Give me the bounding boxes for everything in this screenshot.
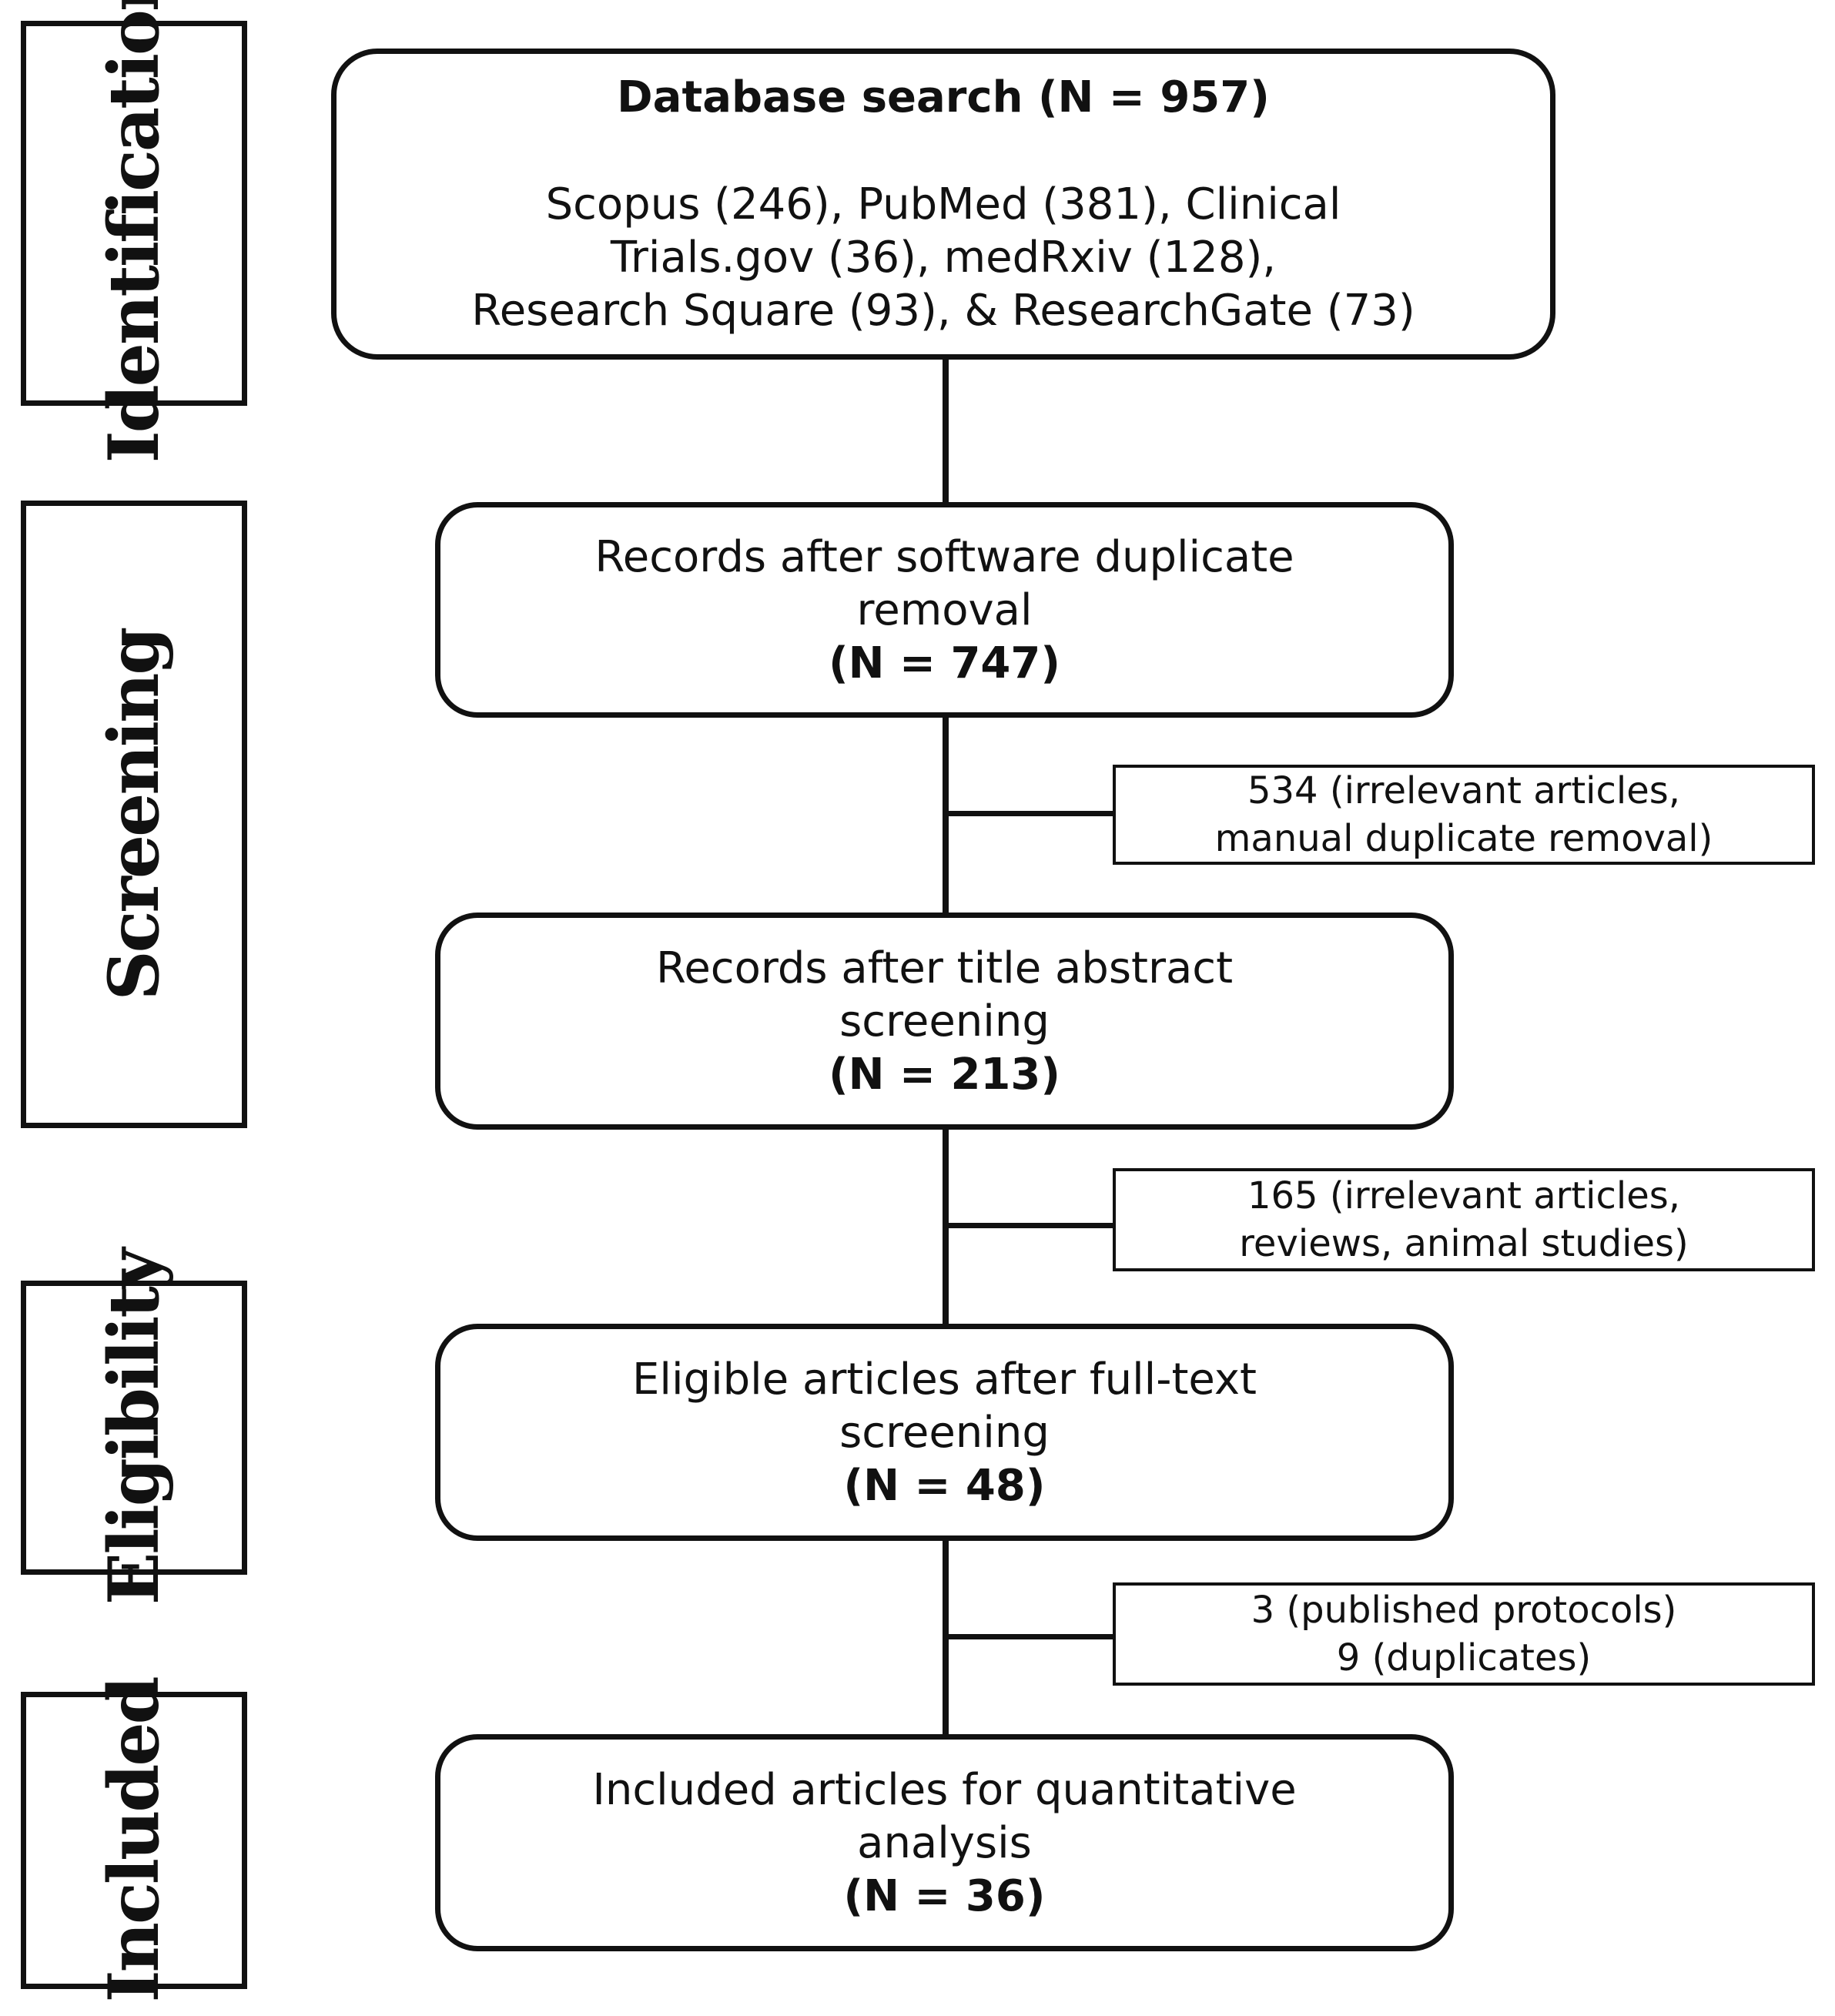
stage-included: Included [21, 1678, 247, 2003]
records-after-software-dedup-title: Records after software duplicate removal [594, 531, 1294, 635]
stage-label-identification: Identification [93, 0, 175, 464]
stage-label-included: Included [93, 1678, 175, 2003]
database-search-box: Database search (N = 957) Scopus (246), … [331, 49, 1555, 360]
records-after-software-dedup-box: Records after software duplicate removal… [435, 502, 1454, 718]
exclusion-box-2: 165 (irrelevant articles, reviews, anima… [1113, 1168, 1815, 1271]
included-quantitative-count: (N = 36) [843, 1870, 1046, 1921]
included-quantitative-box: Included articles for quantitative analy… [435, 1734, 1454, 1951]
connector-branch-2 [943, 1223, 1113, 1228]
eligible-full-text-box: Eligible articles after full-text screen… [435, 1324, 1454, 1541]
eligible-full-text-title: Eligible articles after full-text screen… [632, 1354, 1257, 1458]
stage-label-eligibility: Eligibility [93, 1250, 175, 1606]
records-after-title-abstract-count: (N = 213) [829, 1049, 1060, 1100]
connector-branch-3 [943, 1634, 1113, 1639]
database-search-sources: Scopus (246), PubMed (381), Clinical Tri… [471, 179, 1415, 336]
records-after-title-abstract-title: Records after title abstract screening [655, 943, 1234, 1047]
eligible-full-text-count: (N = 48) [843, 1460, 1046, 1511]
exclusion-box-3: 3 (published protocols) 9 (duplicates) [1113, 1582, 1815, 1686]
stage-identification: Identification [21, 0, 247, 463]
records-after-software-dedup-count: (N = 747) [829, 638, 1060, 688]
connector-branch-1 [943, 811, 1113, 816]
records-after-title-abstract-box: Records after title abstract screening (… [435, 913, 1454, 1130]
database-search-title: Database search (N = 957) [617, 72, 1270, 122]
stage-eligibility: Eligibility [21, 1251, 247, 1605]
stage-screening: Screening [21, 501, 247, 1128]
included-quantitative-title: Included articles for quantitative analy… [592, 1764, 1297, 1868]
stage-label-screening: Screening [93, 628, 175, 1000]
exclusion-box-1: 534 (irrelevant articles, manual duplica… [1113, 765, 1815, 865]
